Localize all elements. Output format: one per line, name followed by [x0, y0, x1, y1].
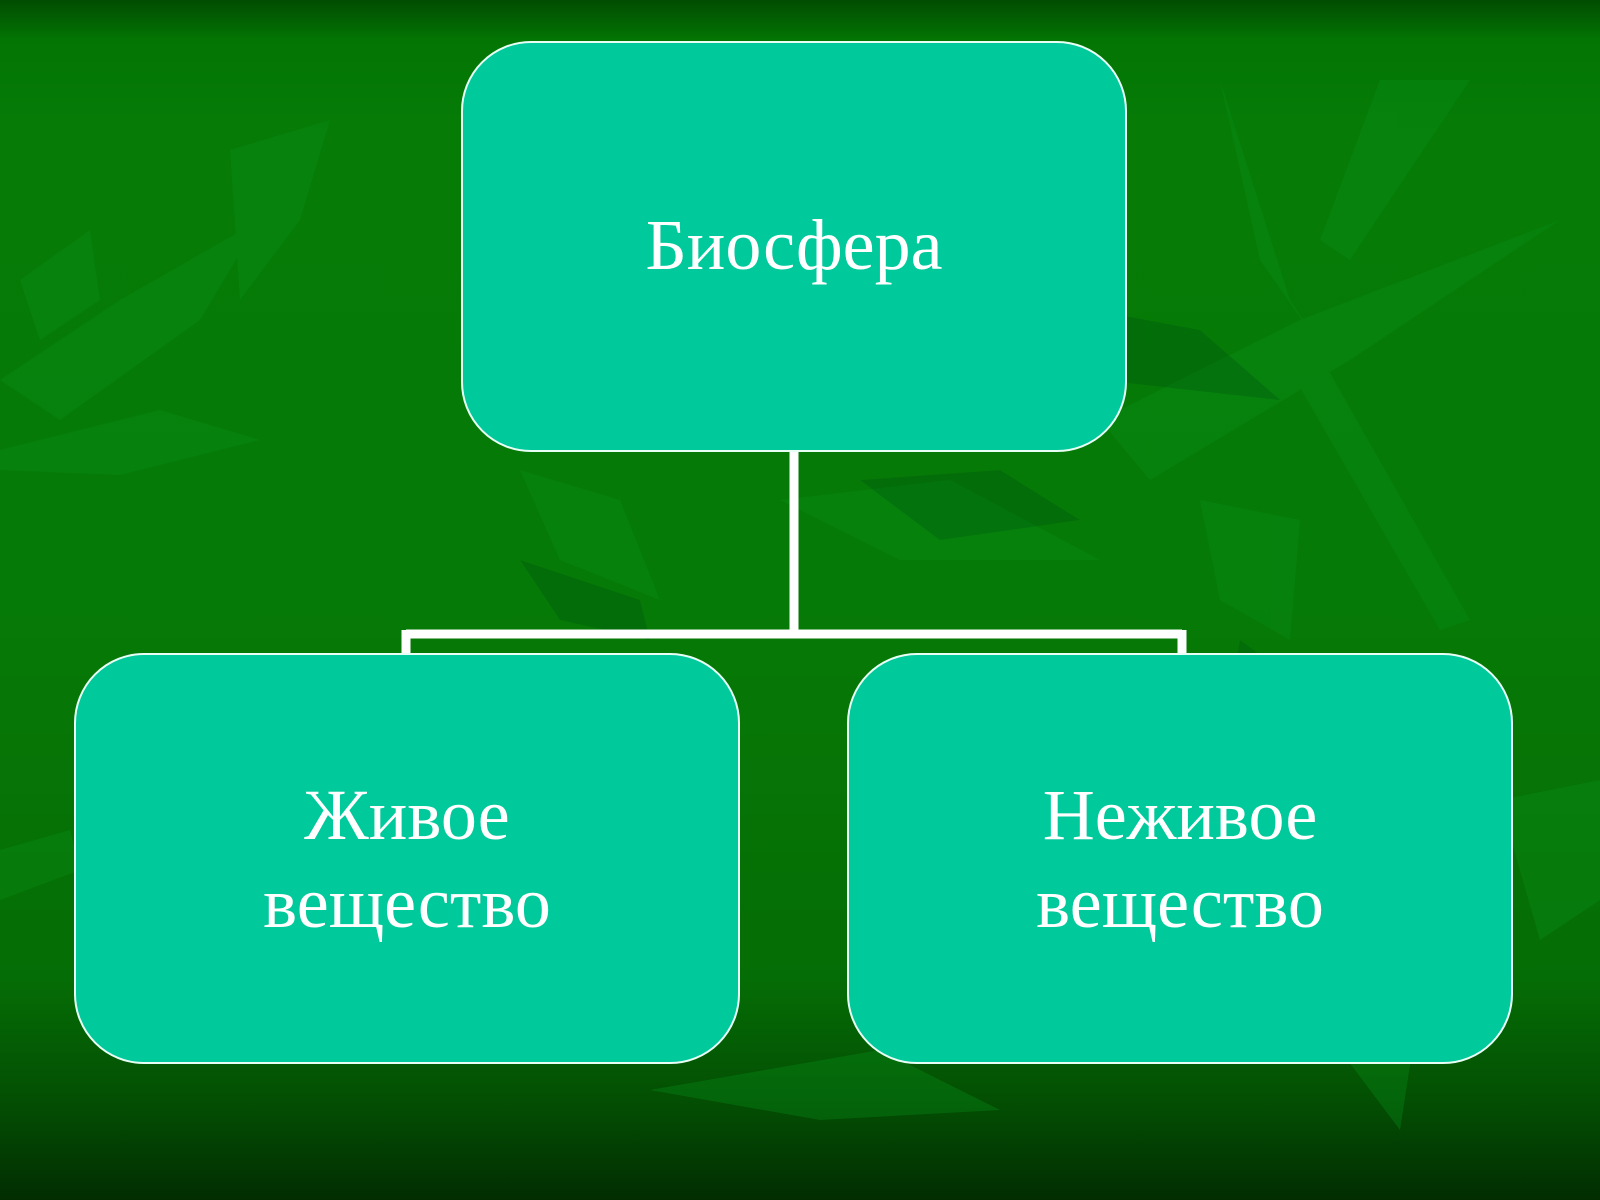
node-biosphere-label: Биосфера — [645, 204, 943, 285]
node-living-matter-label: Живое вещество — [263, 774, 551, 943]
node-biosphere: Биосфера — [461, 41, 1127, 452]
node-nonliving-matter-label: Неживое вещество — [1036, 774, 1324, 943]
node-living-matter: Живое вещество — [74, 653, 740, 1064]
node-nonliving-matter: Неживое вещество — [847, 653, 1513, 1064]
